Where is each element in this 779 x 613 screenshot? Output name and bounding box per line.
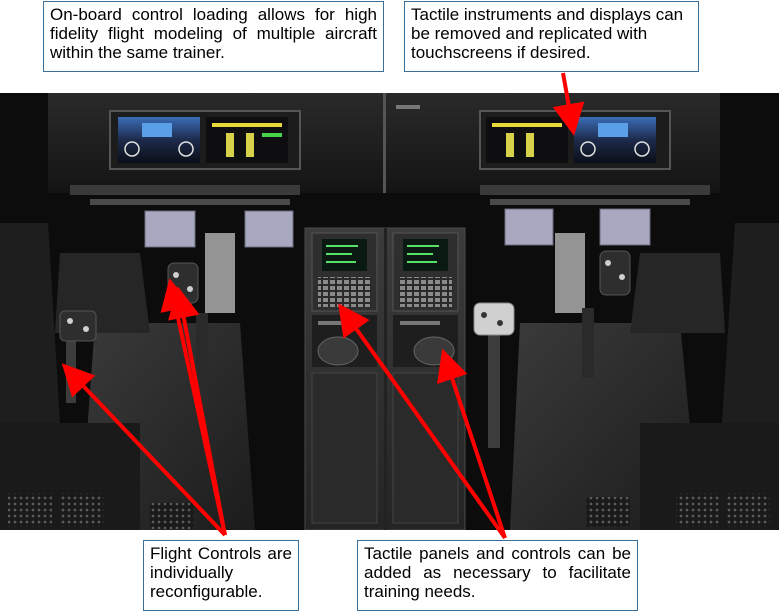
callout-flight-controls: Flight Controls are individually reconfi… [143, 540, 299, 611]
cockpit-trainer-render [0, 93, 779, 531]
callout-control-loading: On-board control loading allows for high… [43, 1, 384, 72]
callout-tactile-instruments: Tactile instruments and displays can be … [404, 1, 699, 72]
callout-tactile-panels: Tactile panels and controls can be added… [357, 540, 638, 611]
